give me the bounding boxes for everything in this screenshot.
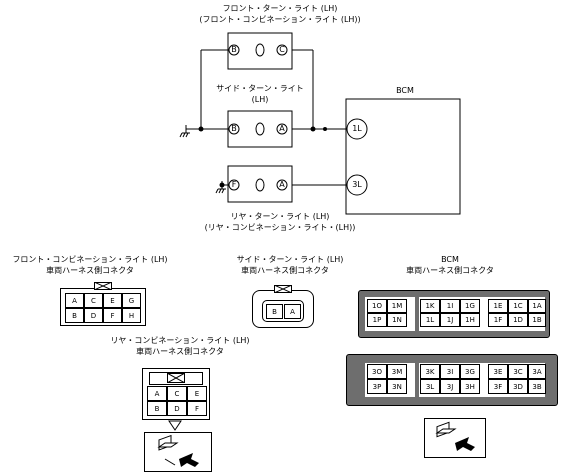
bcm-lower-pin: 3H <box>460 379 480 394</box>
bcm-lower-pin: 3E <box>488 364 508 379</box>
bcm-lower-pin: 3A <box>528 364 546 379</box>
bcm-lower-pin: 3C <box>508 364 528 379</box>
bcm-lower-pin: 3K <box>420 364 440 379</box>
bcm-upper-pin: 1E <box>488 299 508 313</box>
bcm-lower-pin: 3G <box>460 364 480 379</box>
bcm-label: BCM <box>396 86 414 95</box>
rear-pin: A <box>147 386 167 401</box>
side-lamp-pin-a: A <box>279 124 285 133</box>
side-connector-lock-icon <box>274 285 292 293</box>
bcm-upper-pin: 1O <box>367 299 387 313</box>
rear-pin: D <box>167 401 187 416</box>
bcm-lower-pin: 3D <box>508 379 528 394</box>
bcm-lower-pin: 3M <box>387 364 407 379</box>
bcm-upper-pin: 1P <box>367 313 387 327</box>
front-pin: C <box>84 293 103 308</box>
bcm-connector-title: BCM <box>441 255 459 264</box>
rear-pin: B <box>147 401 167 416</box>
rear-connector-lock-icon <box>167 373 185 383</box>
front-connector-title: フロント・コンビネーション・ライト (LH) <box>12 255 168 264</box>
front-connector: A C E G B D F H <box>60 282 146 326</box>
side-lamp-label-lh: (LH) <box>251 95 269 104</box>
bcm-lower-pin: 3F <box>488 379 508 394</box>
front-lamp-label: フロント・ターン・ライト (LH) <box>222 4 338 13</box>
rear-pin: C <box>167 386 187 401</box>
rear-lamp-sublabel: (リヤ・コンビネーション・ライト・(LH)) <box>204 223 356 232</box>
rear-connector-title: リヤ・コンビネーション・ライト (LH) <box>110 336 250 345</box>
bcm-lower-pin: 3J <box>440 379 460 394</box>
front-lamp-sublabel: (フロント・コンビネーション・ライト (LH)) <box>199 15 361 24</box>
bcm-connector-subtitle: 車両ハーネス側コネクタ <box>406 266 494 275</box>
side-connector-title: サイド・ターン・ライト (LH) <box>236 255 344 264</box>
front-lamp-pin-b: B <box>231 45 237 54</box>
side-pin: A <box>284 304 301 319</box>
bcm-lower-pin: 3L <box>420 379 440 394</box>
front-pin: H <box>122 308 141 323</box>
bcm-connector-view-icon <box>424 418 486 458</box>
bcm-upper-pin: 1N <box>387 313 407 327</box>
rear-connector-lock-frame <box>149 372 203 385</box>
front-connector-subtitle: 車両ハーネス側コネクタ <box>46 266 134 275</box>
bcm-upper-pin: 1J <box>440 313 460 327</box>
rear-lamp-label: リヤ・ターン・ライト (LH) <box>230 212 330 221</box>
front-pin: D <box>84 308 103 323</box>
bcm-upper-pin: 1G <box>460 299 480 313</box>
bcm-terminal-1l: 1L <box>352 124 362 133</box>
bcm-upper-pin: 1C <box>508 299 528 313</box>
rear-lamp-pin-f: F <box>231 180 237 189</box>
front-pin: E <box>103 293 122 308</box>
side-lamp-pin-b: B <box>231 124 237 133</box>
side-lamp-label: サイド・ターン・ライト <box>216 84 304 93</box>
front-pin: F <box>103 308 122 323</box>
side-pin: B <box>266 304 283 319</box>
rear-connector: A C E B D F <box>142 368 210 420</box>
rear-connector-view-icon <box>144 432 212 472</box>
bcm-upper-pin: 1K <box>420 299 440 313</box>
bcm-upper-pin: 1F <box>488 313 508 327</box>
bcm-lower-pin: 3N <box>387 379 407 394</box>
front-pin: G <box>122 293 141 308</box>
side-connector-subtitle: 車両ハーネス側コネクタ <box>241 266 329 275</box>
bcm-lower-pin: 3I <box>440 364 460 379</box>
bcm-upper-pin: 1A <box>528 299 546 313</box>
bcm-lower-pin: 3P <box>367 379 387 394</box>
rear-connector-subtitle: 車両ハーネス側コネクタ <box>136 347 224 356</box>
front-connector-lock-icon <box>94 282 112 290</box>
bcm-upper-pin: 1B <box>528 313 546 327</box>
rear-lamp-pin-a: A <box>279 180 285 189</box>
bcm-upper-pin: 1M <box>387 299 407 313</box>
rear-connector-arrow-icon <box>168 420 182 431</box>
front-pin: A <box>65 293 84 308</box>
bcm-upper-pin: 1I <box>440 299 460 313</box>
bcm-lower-pin: 3B <box>528 379 546 394</box>
bcm-upper-pin: 1H <box>460 313 480 327</box>
front-lamp-pin-c: C <box>279 45 285 54</box>
side-connector-shroud <box>262 300 304 322</box>
rear-pin: E <box>187 386 207 401</box>
rear-pin: F <box>187 401 207 416</box>
bcm-terminal-3l: 3L <box>352 180 362 189</box>
bcm-lower-pin: 3O <box>367 364 387 379</box>
bcm-upper-pin: 1L <box>420 313 440 327</box>
side-connector: B A <box>252 285 314 328</box>
wiring-diagram <box>179 32 461 215</box>
bcm-upper-pin: 1D <box>508 313 528 327</box>
front-pin: B <box>65 308 84 323</box>
